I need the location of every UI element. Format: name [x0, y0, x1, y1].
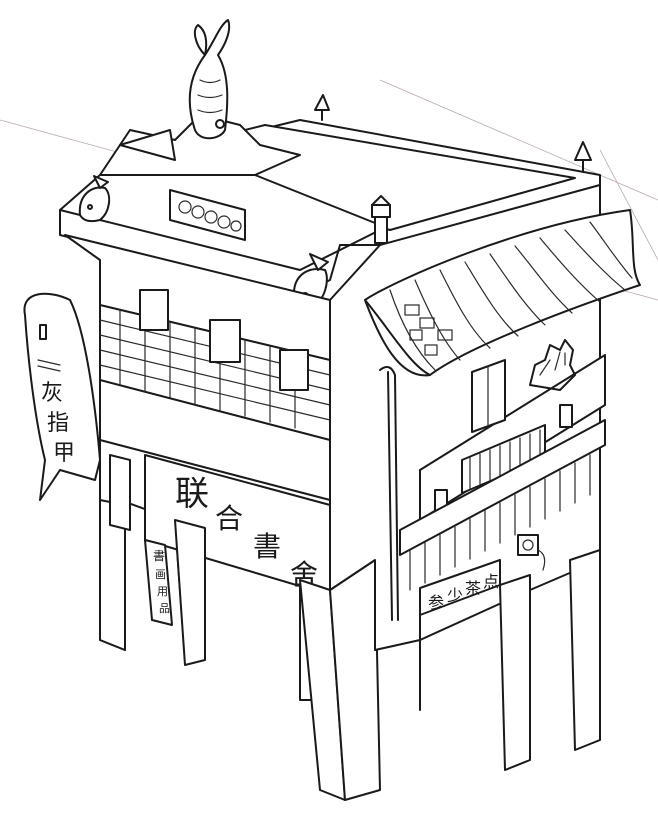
banner-char: 指 [47, 411, 69, 436]
side-shop-sign: 参 少 茶 点 [419, 559, 501, 616]
air-conditioner-icon [517, 534, 546, 571]
fish-ornament-icon [188, 19, 231, 140]
potted-plant-icon [529, 339, 576, 391]
plaque-char: 画 [155, 568, 166, 581]
roof-deck [59, 114, 601, 296]
main-sign-char: 書 [253, 530, 281, 563]
side-sign-char: 少 [447, 586, 463, 605]
main-sign-char: 联 [175, 474, 209, 514]
chimney-icon [371, 195, 391, 244]
fish-ornament-icon [314, 94, 330, 121]
fish-ornament-icon [574, 141, 592, 173]
side-pillars [419, 549, 601, 771]
main-shop-sign: 联 合 書 舍 [144, 454, 331, 596]
balcony [419, 339, 606, 521]
window [209, 319, 241, 363]
plaque-char: 書 [153, 549, 165, 563]
left-pillar-plaque: 書 画 用 品 [144, 539, 173, 626]
window [139, 289, 169, 331]
roof-tile-lines [389, 221, 633, 371]
drain-pipe-icon [379, 365, 399, 621]
banner-char: 灰 [41, 381, 63, 406]
parapet-lattice-window [169, 189, 246, 241]
window [279, 349, 309, 391]
plaque-char: 用 [157, 585, 168, 598]
side-sign-char: 点 [483, 572, 499, 591]
curved-tiled-roof [364, 209, 641, 377]
front-facade [64, 234, 331, 701]
left-post [109, 454, 131, 531]
hanging-banner-sign: 灰 指 甲 [23, 292, 101, 501]
lower-railing [399, 419, 606, 591]
side-sign-char: 参 [428, 593, 444, 612]
pillars [99, 499, 381, 801]
plaque-char: 品 [159, 602, 170, 615]
roof-patch-tiles [404, 304, 453, 356]
balcony-vent [559, 404, 573, 428]
main-sign-char: 合 [215, 502, 243, 535]
banner-char: 甲 [53, 441, 75, 466]
side-sign-char: 茶 [465, 579, 481, 598]
fish-ornament-icon [78, 175, 111, 223]
